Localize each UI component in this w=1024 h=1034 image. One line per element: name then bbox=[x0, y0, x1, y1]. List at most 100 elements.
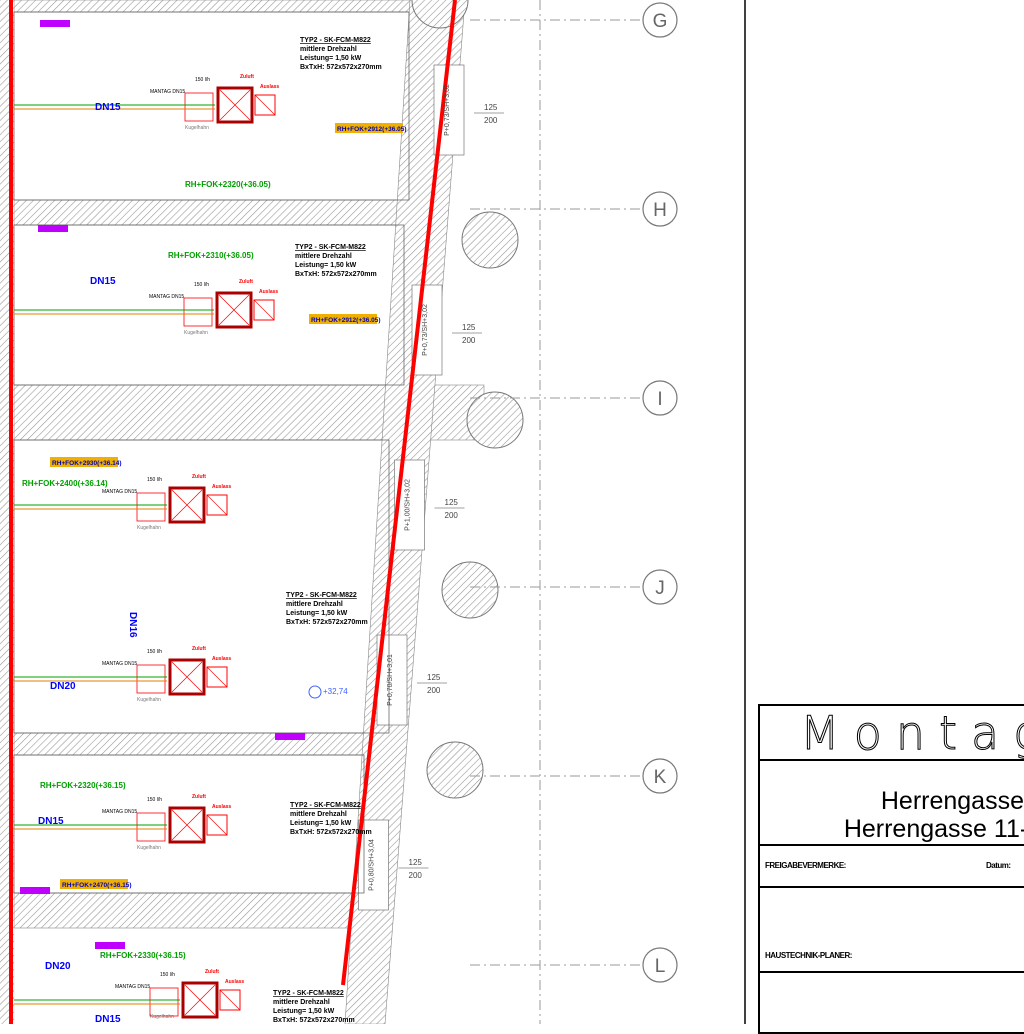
unit-spec-line: mittlere Drehzahl bbox=[300, 46, 357, 53]
mantag-label: MANTAG DN15 bbox=[115, 984, 150, 990]
unit-spec-line: BxTxH: 572x572x270mm bbox=[290, 829, 372, 836]
grid-axis-bubble bbox=[642, 380, 678, 416]
unit-spec-line: mittlere Drehzahl bbox=[286, 601, 343, 608]
outlet-cross bbox=[254, 94, 276, 116]
unit-type-label: TYP2 - SK-FCM-M822 bbox=[300, 37, 371, 44]
unit-spec-line: Leistung= 1,50 kW bbox=[300, 55, 362, 62]
rh-return-label: RH+FOK+2470(+36.15) bbox=[62, 882, 132, 889]
pipe-dn-label: DN20 bbox=[50, 681, 76, 692]
fan-coil-unit bbox=[181, 981, 219, 1019]
planner-label: HAUSTECHNIK-PLANER: bbox=[765, 951, 852, 960]
unit-spec-line: BxTxH: 572x572x270mm bbox=[295, 271, 377, 278]
mantag-label: MANTAG DN15 bbox=[102, 809, 137, 815]
grid-axis-bubble bbox=[642, 947, 678, 983]
window-dim-top: 125 bbox=[427, 673, 441, 682]
outlet-cross bbox=[206, 814, 228, 836]
pipe-dn-label: DN15 bbox=[90, 276, 116, 287]
unit-type-label: TYP2 - SK-FCM-M822 bbox=[295, 244, 366, 251]
room-tag bbox=[38, 225, 68, 232]
wall bbox=[13, 732, 380, 756]
rh-elevation-label: RH+FOK+2310(+36.05) bbox=[168, 251, 254, 260]
room bbox=[13, 11, 410, 201]
unit-cross bbox=[218, 294, 250, 326]
room-tag bbox=[275, 733, 305, 740]
window-dim-top: 125 bbox=[445, 498, 459, 507]
pipe-dn-label: DN20 bbox=[45, 961, 71, 972]
mantag-label: MANTAG DN15 bbox=[149, 294, 184, 300]
unit-type-label: TYP2 - SK-FCM-M822 bbox=[273, 990, 344, 997]
inlet-label: Zuluft bbox=[192, 646, 206, 652]
outlet-box bbox=[253, 299, 275, 321]
wall bbox=[13, 892, 370, 929]
valve-box bbox=[183, 297, 213, 327]
valve-box bbox=[136, 664, 166, 694]
elevation-marker-icon bbox=[308, 685, 322, 699]
unit-cross bbox=[171, 489, 203, 521]
outlet-box bbox=[206, 666, 228, 688]
unit-cross bbox=[171, 661, 203, 693]
grid-axis-bubble bbox=[642, 191, 678, 227]
column bbox=[461, 211, 519, 269]
planner-row: HAUSTECHNIK-PLANER: bbox=[760, 888, 1024, 973]
flow-label: 150 l/h bbox=[147, 649, 162, 655]
outlet-label: Auslass bbox=[212, 484, 231, 490]
elevation-label: +32,74 bbox=[323, 687, 348, 696]
pipe-dn-label: DN15 bbox=[95, 1014, 121, 1024]
flow-label: 150 l/h bbox=[160, 972, 175, 978]
valve-label: Kugelhahn bbox=[150, 1014, 174, 1020]
rh-elevation-label: RH+FOK+2330(+36.15) bbox=[100, 951, 186, 960]
valve-label: Kugelhahn bbox=[137, 525, 161, 531]
pipe-dn-label: DN15 bbox=[95, 102, 121, 113]
unit-spec-line: Leistung= 1,50 kW bbox=[286, 610, 348, 617]
pipe-dn-label: DN16 bbox=[127, 612, 138, 638]
unit-spec-line: mittlere Drehzahl bbox=[295, 253, 352, 260]
outlet-label: Auslass bbox=[212, 656, 231, 662]
date-label: Datum: bbox=[986, 861, 1011, 870]
mantag-label: MANTAG DN15 bbox=[102, 661, 137, 667]
fan-coil-unit bbox=[215, 291, 253, 329]
rh-box bbox=[309, 314, 377, 324]
outlet-cross bbox=[253, 299, 275, 321]
window-parapet-label: P+0,73/SH+3,02 bbox=[444, 84, 451, 136]
unit-spec-line: BxTxH: 572x572x270mm bbox=[286, 619, 368, 626]
rh-elevation-label: RH+FOK+2320(+36.15) bbox=[40, 781, 126, 790]
unit-cross bbox=[184, 984, 216, 1016]
window-dim-top: 125 bbox=[462, 323, 476, 332]
outlet-box bbox=[254, 94, 276, 116]
rh-box bbox=[335, 123, 403, 133]
grid-axis-label: H bbox=[653, 200, 667, 221]
unit-spec-line: Leistung= 1,50 kW bbox=[290, 820, 352, 827]
mantag-label: MANTAG DN15 bbox=[102, 489, 137, 495]
outlet-box bbox=[206, 494, 228, 516]
window-parapet-label: P+0,80/SH+3,04 bbox=[369, 839, 376, 891]
grid-axis-label: L bbox=[655, 956, 666, 977]
room-tag bbox=[20, 887, 50, 894]
valve-label: Kugelhahn bbox=[185, 125, 209, 131]
column bbox=[441, 561, 499, 619]
valve-box bbox=[136, 492, 166, 522]
annotations: RH+FOK+2320(+36.05)RH+FOK+2310(+36.05)RH… bbox=[20, 20, 504, 1024]
unit-type-label: TYP2 - SK-FCM-M822 bbox=[290, 802, 361, 809]
rh-box bbox=[60, 879, 128, 889]
window-dim-bottom: 200 bbox=[445, 511, 459, 520]
rh-return-label: RH+FOK+2912(+36.05) bbox=[311, 317, 381, 324]
project-line-2: Herrengasse 11-13 bbox=[843, 815, 1024, 843]
outlet-cross bbox=[206, 494, 228, 516]
room-tag bbox=[95, 942, 125, 949]
grid-axis-bubble bbox=[642, 758, 678, 794]
project-line-1: Herrengasse bbox=[880, 787, 1024, 815]
wall bbox=[13, 0, 425, 13]
approval-row: FREIGABEVERMERKE: Datum: bbox=[760, 846, 1024, 888]
walls bbox=[0, 0, 524, 1024]
unit-spec-line: BxTxH: 572x572x270mm bbox=[300, 64, 382, 71]
window-dim-top: 125 bbox=[409, 858, 423, 867]
window-parapet-label: P+0,73/SH+3,02 bbox=[422, 304, 429, 356]
flow-label: 150 l/h bbox=[147, 797, 162, 803]
room-tag bbox=[40, 20, 70, 27]
column bbox=[466, 391, 524, 449]
valve-box bbox=[149, 987, 179, 1017]
column bbox=[426, 741, 484, 799]
fan-coil-unit bbox=[168, 658, 206, 696]
